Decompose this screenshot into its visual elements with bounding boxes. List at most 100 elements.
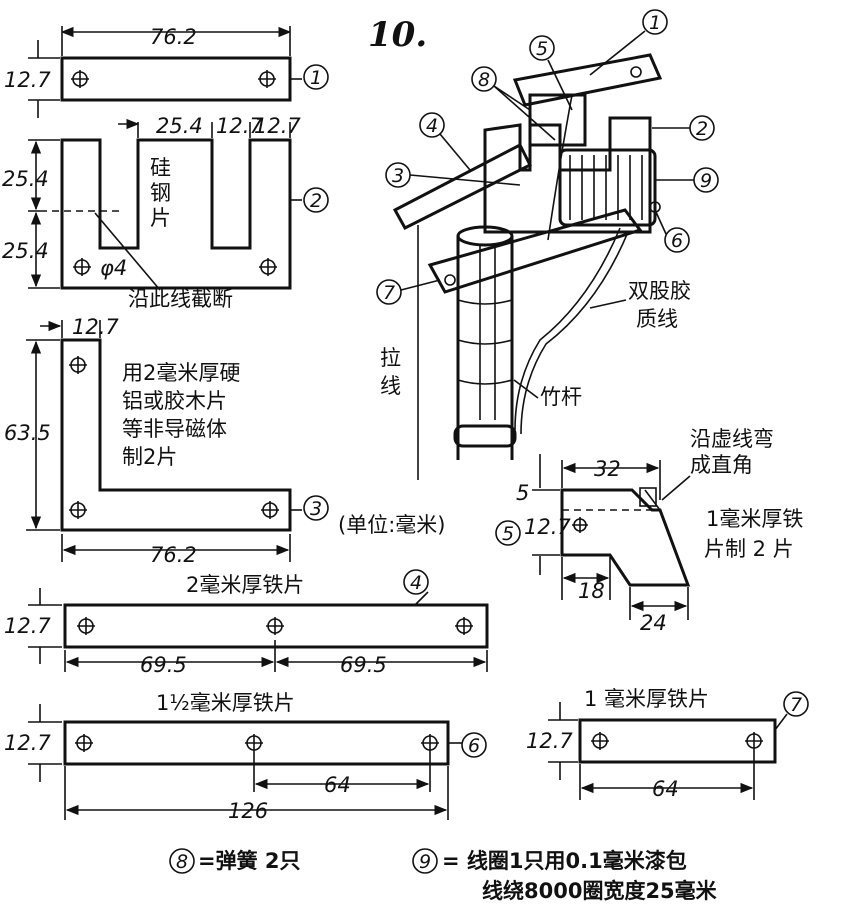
legend: 8 =弹簧 2只 9 = 线圈1只用0.1毫米漆包 线绕8000圈宽度25毫米	[169, 848, 718, 903]
part-2-side-b: 25.4	[2, 239, 49, 263]
part-4-title: 2毫米厚铁片	[186, 573, 304, 597]
hole-icon	[259, 258, 277, 276]
hole-icon	[591, 732, 609, 750]
part-4-left: 69.5	[140, 653, 187, 677]
part-3-note-1: 用2毫米厚硬	[122, 361, 240, 385]
hole-icon	[455, 617, 473, 635]
callout-7: 7	[790, 694, 802, 716]
twin-wire	[514, 227, 621, 431]
hole-icon	[77, 617, 95, 635]
hole-icon	[266, 617, 284, 635]
callout-ring-4: 4	[419, 112, 471, 171]
hole-icon	[75, 734, 93, 752]
screw-icon	[444, 274, 456, 286]
part-6: 1½毫米厚铁片 12.7 64 126 6	[4, 691, 487, 823]
legend-9-line-2: 线绕8000圈宽度25毫米	[482, 879, 718, 903]
hole-icon	[69, 501, 87, 519]
armature	[528, 93, 587, 147]
callout-ring-8: 8	[471, 66, 556, 141]
hole-icon	[261, 501, 279, 519]
coil	[558, 148, 657, 227]
legend-9-number: 9	[419, 851, 431, 873]
part-2-top-c: 12.7	[254, 114, 301, 138]
part-2-side-a: 25.4	[2, 167, 49, 191]
svg-text:9: 9	[700, 170, 712, 192]
part-3-top: 12.7	[72, 315, 119, 339]
svg-text:5: 5	[536, 38, 548, 60]
part-1-width: 76.2	[150, 25, 197, 49]
part-5-bottom-left: 18	[578, 579, 605, 603]
callout-4: 4	[410, 572, 422, 594]
part-3-width: 76.2	[150, 543, 197, 567]
wire-label-1: 双股胶	[628, 279, 691, 303]
hole-icon	[745, 732, 763, 750]
svg-text:3: 3	[392, 165, 404, 187]
hole-icon	[71, 70, 89, 88]
part-3: 12.7 63.5 76.2 用2毫米厚硬 铝或胶木片 等非导磁体 制2片 3	[4, 315, 329, 567]
part-5-height: 12.7	[524, 515, 571, 539]
svg-text:6: 6	[671, 230, 683, 252]
part-3-note-2: 铝或胶木片	[122, 389, 227, 413]
callout-5: 5	[502, 523, 514, 545]
part-6-title: 1½毫米厚铁片	[156, 691, 295, 715]
screw-icon	[630, 66, 642, 78]
screw-icon	[649, 201, 661, 213]
part-7-outline	[578, 718, 777, 764]
units-note: (单位:毫米)	[338, 513, 445, 537]
pull-wire-label-1: 拉	[380, 346, 401, 370]
part-1-height: 12.7	[4, 68, 51, 92]
part-4-right: 69.5	[340, 653, 387, 677]
part-2-outline	[60, 138, 292, 290]
pull-wire-label-2: 线	[380, 374, 401, 398]
hole-diameter: φ4	[100, 256, 127, 280]
part-7-height: 12.7	[526, 729, 573, 753]
part-5-bottom-right: 24	[640, 611, 667, 635]
part-2-top-b: 12.7	[216, 114, 263, 138]
callout-6: 6	[468, 735, 480, 757]
legend-9-line-1: = 线圈1只用0.1毫米漆包	[442, 849, 687, 873]
base-plate	[427, 208, 643, 294]
top-plate	[512, 53, 663, 107]
figure-number: 10.	[368, 15, 427, 55]
bend-note-1: 沿虚线弯	[690, 427, 774, 451]
part-5: 32 5 12.7 5 18 24 沿虚线弯 成直角 1毫米厚铁 片制 2 片	[495, 427, 803, 635]
material-char-3: 片	[150, 206, 171, 230]
svg-text:1: 1	[649, 12, 661, 34]
material-char-2: 钢	[150, 181, 171, 205]
part-1: 76.2 12.7 1	[4, 25, 329, 118]
material-char-1: 硅	[150, 156, 171, 180]
part-2: 25.4 12.7 12.7 25.4 25.4 硅 钢 片 φ4 沿此线截断 …	[2, 114, 329, 311]
part-5-material-1: 1毫米厚铁	[706, 507, 803, 531]
part-6-height: 12.7	[4, 731, 51, 755]
legend-8-text: =弹簧 2只	[198, 849, 301, 873]
wire-label-2: 质线	[636, 307, 678, 331]
callout-ring-7: 7	[376, 279, 441, 305]
part-6-span: 64	[324, 773, 351, 797]
callout-ring-6: 6	[655, 211, 690, 253]
callout-ring-3: 3	[385, 162, 521, 188]
hole-icon	[421, 734, 439, 752]
part-7-span: 64	[652, 777, 679, 801]
callout-2: 2	[310, 190, 322, 212]
bamboo-pole	[453, 225, 517, 460]
part-2-top-a: 25.4	[156, 114, 203, 138]
svg-text:7: 7	[383, 282, 395, 304]
callout-ring-9: 9	[655, 167, 719, 193]
part-1-outline	[60, 56, 292, 102]
callout-ring-2: 2	[652, 115, 715, 141]
part-3-note-4: 制2片	[122, 445, 177, 469]
hole-icon	[245, 734, 263, 752]
hole-icon	[73, 258, 91, 276]
legend-8-number: 8	[176, 851, 188, 873]
hole-icon	[69, 356, 87, 374]
callout-ring-1: 1	[589, 9, 668, 76]
svg-text:2: 2	[696, 118, 708, 140]
svg-text:4: 4	[426, 115, 438, 137]
callout-3: 3	[310, 498, 322, 520]
part-5-width: 32	[594, 457, 621, 481]
pole-label: 竹杆	[540, 385, 582, 409]
part-4-height: 12.7	[4, 614, 51, 638]
part-3-height: 63.5	[4, 421, 51, 445]
part-4-outline	[63, 603, 489, 649]
